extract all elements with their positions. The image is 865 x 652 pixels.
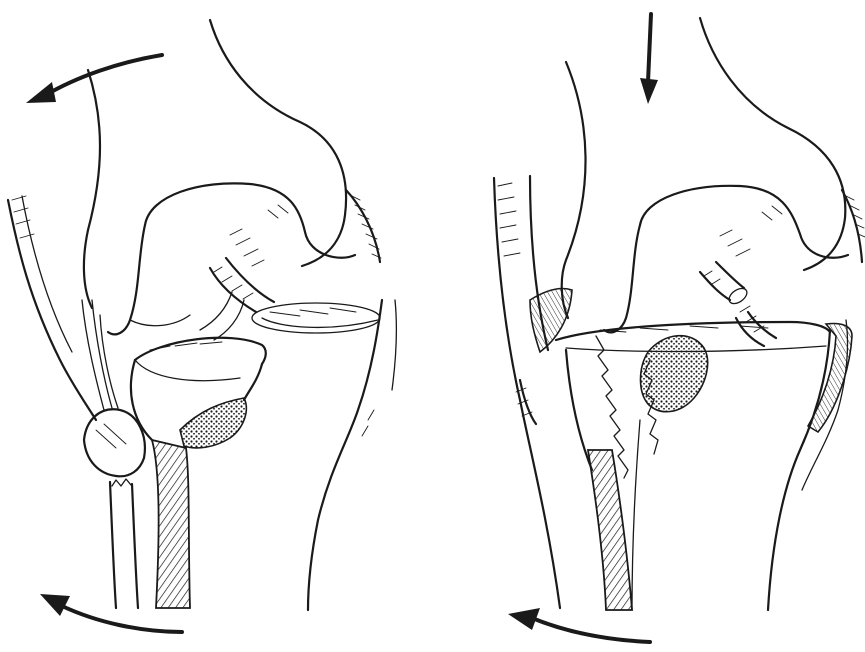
- tibia-left: [152, 300, 396, 610]
- axial-load-arrow-top-right: [640, 14, 658, 104]
- right-panel: [494, 14, 865, 642]
- rotation-arrow-bottom-right: [508, 608, 650, 642]
- fibula-right: [494, 176, 572, 608]
- left-panel: [8, 20, 396, 632]
- fibula-left: [8, 196, 145, 608]
- femur-left: [84, 20, 381, 334]
- cruciate-ligaments-left: [200, 258, 274, 340]
- tibia-right: [566, 320, 852, 610]
- cruciate-ligaments-right: [700, 262, 776, 346]
